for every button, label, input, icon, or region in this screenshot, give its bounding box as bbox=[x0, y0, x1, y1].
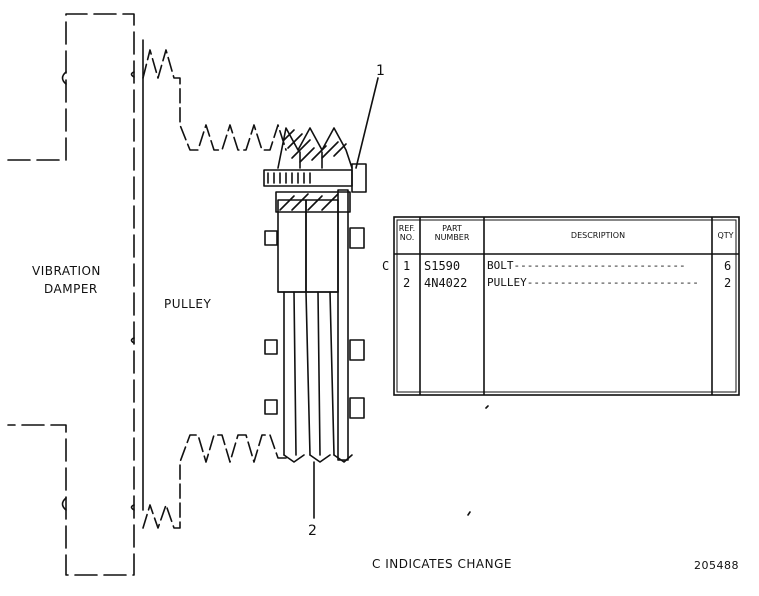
callout-2: 2 bbox=[308, 523, 318, 539]
row-2-description: PULLEY-------------------------- bbox=[487, 276, 699, 289]
row-2-part-number: 4N4022 bbox=[424, 276, 468, 290]
drawing-number: 205488 bbox=[694, 559, 739, 572]
header-ref-no: REF. NO. bbox=[394, 224, 420, 243]
header-qty: QTY bbox=[717, 231, 734, 240]
header-description: DESCRIPTION bbox=[570, 231, 626, 240]
pulley-outline-bottom bbox=[142, 434, 287, 529]
pulley-outline-top bbox=[142, 39, 287, 511]
header-ref-no-line2: NO. bbox=[399, 232, 415, 242]
row-2-qty: 2 bbox=[724, 276, 732, 290]
row-1-change-flag: C bbox=[382, 259, 390, 273]
row-1-qty: 6 bbox=[724, 259, 732, 273]
pulley-label: PULLEY bbox=[164, 297, 212, 311]
footer-note: C INDICATES CHANGE bbox=[372, 557, 512, 571]
vibration-damper-outline bbox=[7, 13, 135, 576]
row-1-description: BOLT-------------------------- bbox=[487, 259, 686, 272]
header-part-number-line1: PART bbox=[442, 224, 462, 233]
vibration-damper-label-line2: DAMPER bbox=[44, 282, 98, 296]
callout-1-leader bbox=[355, 77, 379, 169]
row-2-ref: 2 bbox=[403, 276, 411, 290]
parts-table: REF. NO. PART NUMBER DESCRIPTION QTY C 1… bbox=[382, 217, 739, 395]
row-1-part-number: S1590 bbox=[424, 259, 461, 273]
header-ref-no-line1: REF. bbox=[398, 224, 416, 233]
vibration-damper-label-line1: VIBRATION bbox=[32, 264, 101, 278]
parts-table-grid bbox=[393, 216, 740, 396]
pulley-assembly bbox=[263, 127, 367, 463]
header-part-number-line2: NUMBER bbox=[434, 232, 470, 242]
row-1-ref: 1 bbox=[403, 259, 411, 273]
callout-1: 1 bbox=[376, 63, 386, 79]
header-part-number: PART NUMBER bbox=[420, 224, 484, 243]
